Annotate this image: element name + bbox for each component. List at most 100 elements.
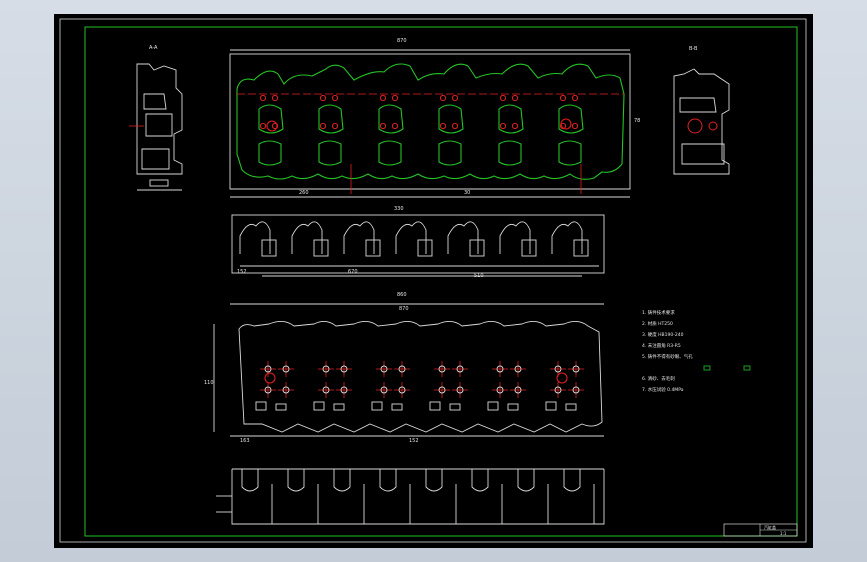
- title-block-label: 汽缸盖: [764, 524, 776, 530]
- section-slot: [521, 239, 537, 257]
- lower-cut: [425, 469, 443, 492]
- top-hole: [451, 122, 459, 130]
- tech-note-1: 1. 铸件技术要求: [642, 309, 675, 316]
- bottom-hole: [438, 365, 446, 373]
- section-dim-3: 152: [237, 269, 247, 275]
- section-arch: [291, 221, 323, 254]
- bottom-large-hole: [264, 372, 276, 384]
- top-port: [438, 104, 464, 134]
- section-slot: [573, 239, 589, 257]
- bottom-pocket: [255, 401, 267, 411]
- top-hole: [319, 94, 327, 102]
- top-hole: [271, 94, 279, 102]
- bottom-hole: [554, 386, 562, 394]
- top-hole: [319, 122, 327, 130]
- bottom-dim-5: 152: [409, 438, 419, 444]
- bottom-hole: [264, 386, 272, 394]
- top-port: [318, 104, 344, 134]
- section-view[interactable]: 330 670 152 510: [231, 206, 605, 279]
- top-hole: [391, 94, 399, 102]
- top-port: [378, 104, 404, 134]
- lower-cut: [517, 469, 535, 492]
- top-hole: [379, 94, 387, 102]
- bottom-hole: [340, 365, 348, 373]
- bottom-view[interactable]: 860 110 870 163 152: [204, 292, 604, 444]
- top-port: [558, 104, 584, 134]
- section-dim-2: 670: [348, 269, 358, 275]
- bottom-hole: [264, 365, 272, 373]
- outer-border: [59, 18, 807, 543]
- bottom-hole: [572, 365, 580, 373]
- top-hole: [571, 122, 579, 130]
- top-hole: [511, 94, 519, 102]
- top-hole: [259, 94, 267, 102]
- top-hole: [331, 94, 339, 102]
- top-port: [318, 140, 342, 166]
- top-hole: [451, 94, 459, 102]
- section-slot: [313, 239, 329, 257]
- bottom-hole: [496, 386, 504, 394]
- bottom-pocket: [565, 403, 577, 411]
- cad-drawing[interactable]: A-A 870 78 260 30 B-B 330 670 152 510: [54, 14, 813, 548]
- top-hole: [391, 122, 399, 130]
- tech-note-7: 7. 水压试验 0.4MPa: [642, 386, 684, 393]
- bottom-hole: [380, 365, 388, 373]
- section-arch: [447, 221, 479, 254]
- bottom-hole: [514, 365, 522, 373]
- section-arch: [343, 221, 375, 254]
- section-slot: [365, 239, 381, 257]
- bottom-pocket: [507, 403, 519, 411]
- bottom-hole: [438, 386, 446, 394]
- top-port: [258, 104, 284, 134]
- top-hole: [331, 122, 339, 130]
- bottom-hole: [496, 365, 504, 373]
- bottom-hole: [572, 386, 580, 394]
- bottom-hole: [456, 365, 464, 373]
- lower-cut: [563, 469, 581, 492]
- right-side-view[interactable]: B-B: [673, 46, 730, 175]
- top-dim-2: 78: [634, 118, 640, 124]
- top-hole: [439, 94, 447, 102]
- top-hole: [379, 122, 387, 130]
- drawing-frame: [84, 26, 798, 537]
- top-port: [558, 140, 582, 166]
- bottom-hole: [340, 386, 348, 394]
- top-port: [498, 104, 524, 134]
- bottom-pocket: [429, 401, 441, 411]
- bottom-hole: [398, 386, 406, 394]
- top-large-hole: [560, 118, 572, 130]
- section-arch: [551, 221, 583, 254]
- lower-section-view[interactable]: [216, 468, 605, 525]
- lower-cut: [287, 469, 305, 492]
- bottom-dim-3: 870: [399, 306, 409, 312]
- bottom-pocket: [449, 403, 461, 411]
- tech-note-5: 5. 铸件不得有砂眼、气孔: [642, 353, 693, 360]
- top-large-hole: [266, 120, 278, 132]
- bottom-large-hole: [556, 372, 568, 384]
- drawing-viewport[interactable]: A-A 870 78 260 30 B-B 330 670 152 510: [54, 14, 813, 548]
- bottom-pocket: [545, 401, 557, 411]
- bottom-dim-2: 110: [204, 380, 214, 386]
- bottom-pocket: [333, 403, 345, 411]
- bottom-hole: [322, 386, 330, 394]
- left-side-view[interactable]: A-A: [129, 45, 183, 191]
- lower-cut: [379, 469, 397, 492]
- top-hole: [259, 122, 267, 130]
- top-hole: [499, 94, 507, 102]
- bottom-hole: [282, 386, 290, 394]
- bottom-hole: [456, 386, 464, 394]
- top-hole: [571, 94, 579, 102]
- bottom-hole: [322, 365, 330, 373]
- tech-note-2: 2. 材质 HT250: [642, 320, 673, 327]
- top-hole: [271, 122, 279, 130]
- bottom-hole: [282, 365, 290, 373]
- bottom-pocket: [313, 401, 325, 411]
- bottom-pocket: [487, 401, 499, 411]
- top-hole: [511, 122, 519, 130]
- section-arch: [499, 221, 531, 254]
- lower-cut: [333, 469, 351, 492]
- title-block-scale: 1:1: [780, 531, 787, 536]
- section-slot: [417, 239, 433, 257]
- title-block[interactable]: 汽缸盖 1:1: [723, 523, 798, 537]
- top-plan-view[interactable]: 870 78 260 30: [229, 38, 640, 198]
